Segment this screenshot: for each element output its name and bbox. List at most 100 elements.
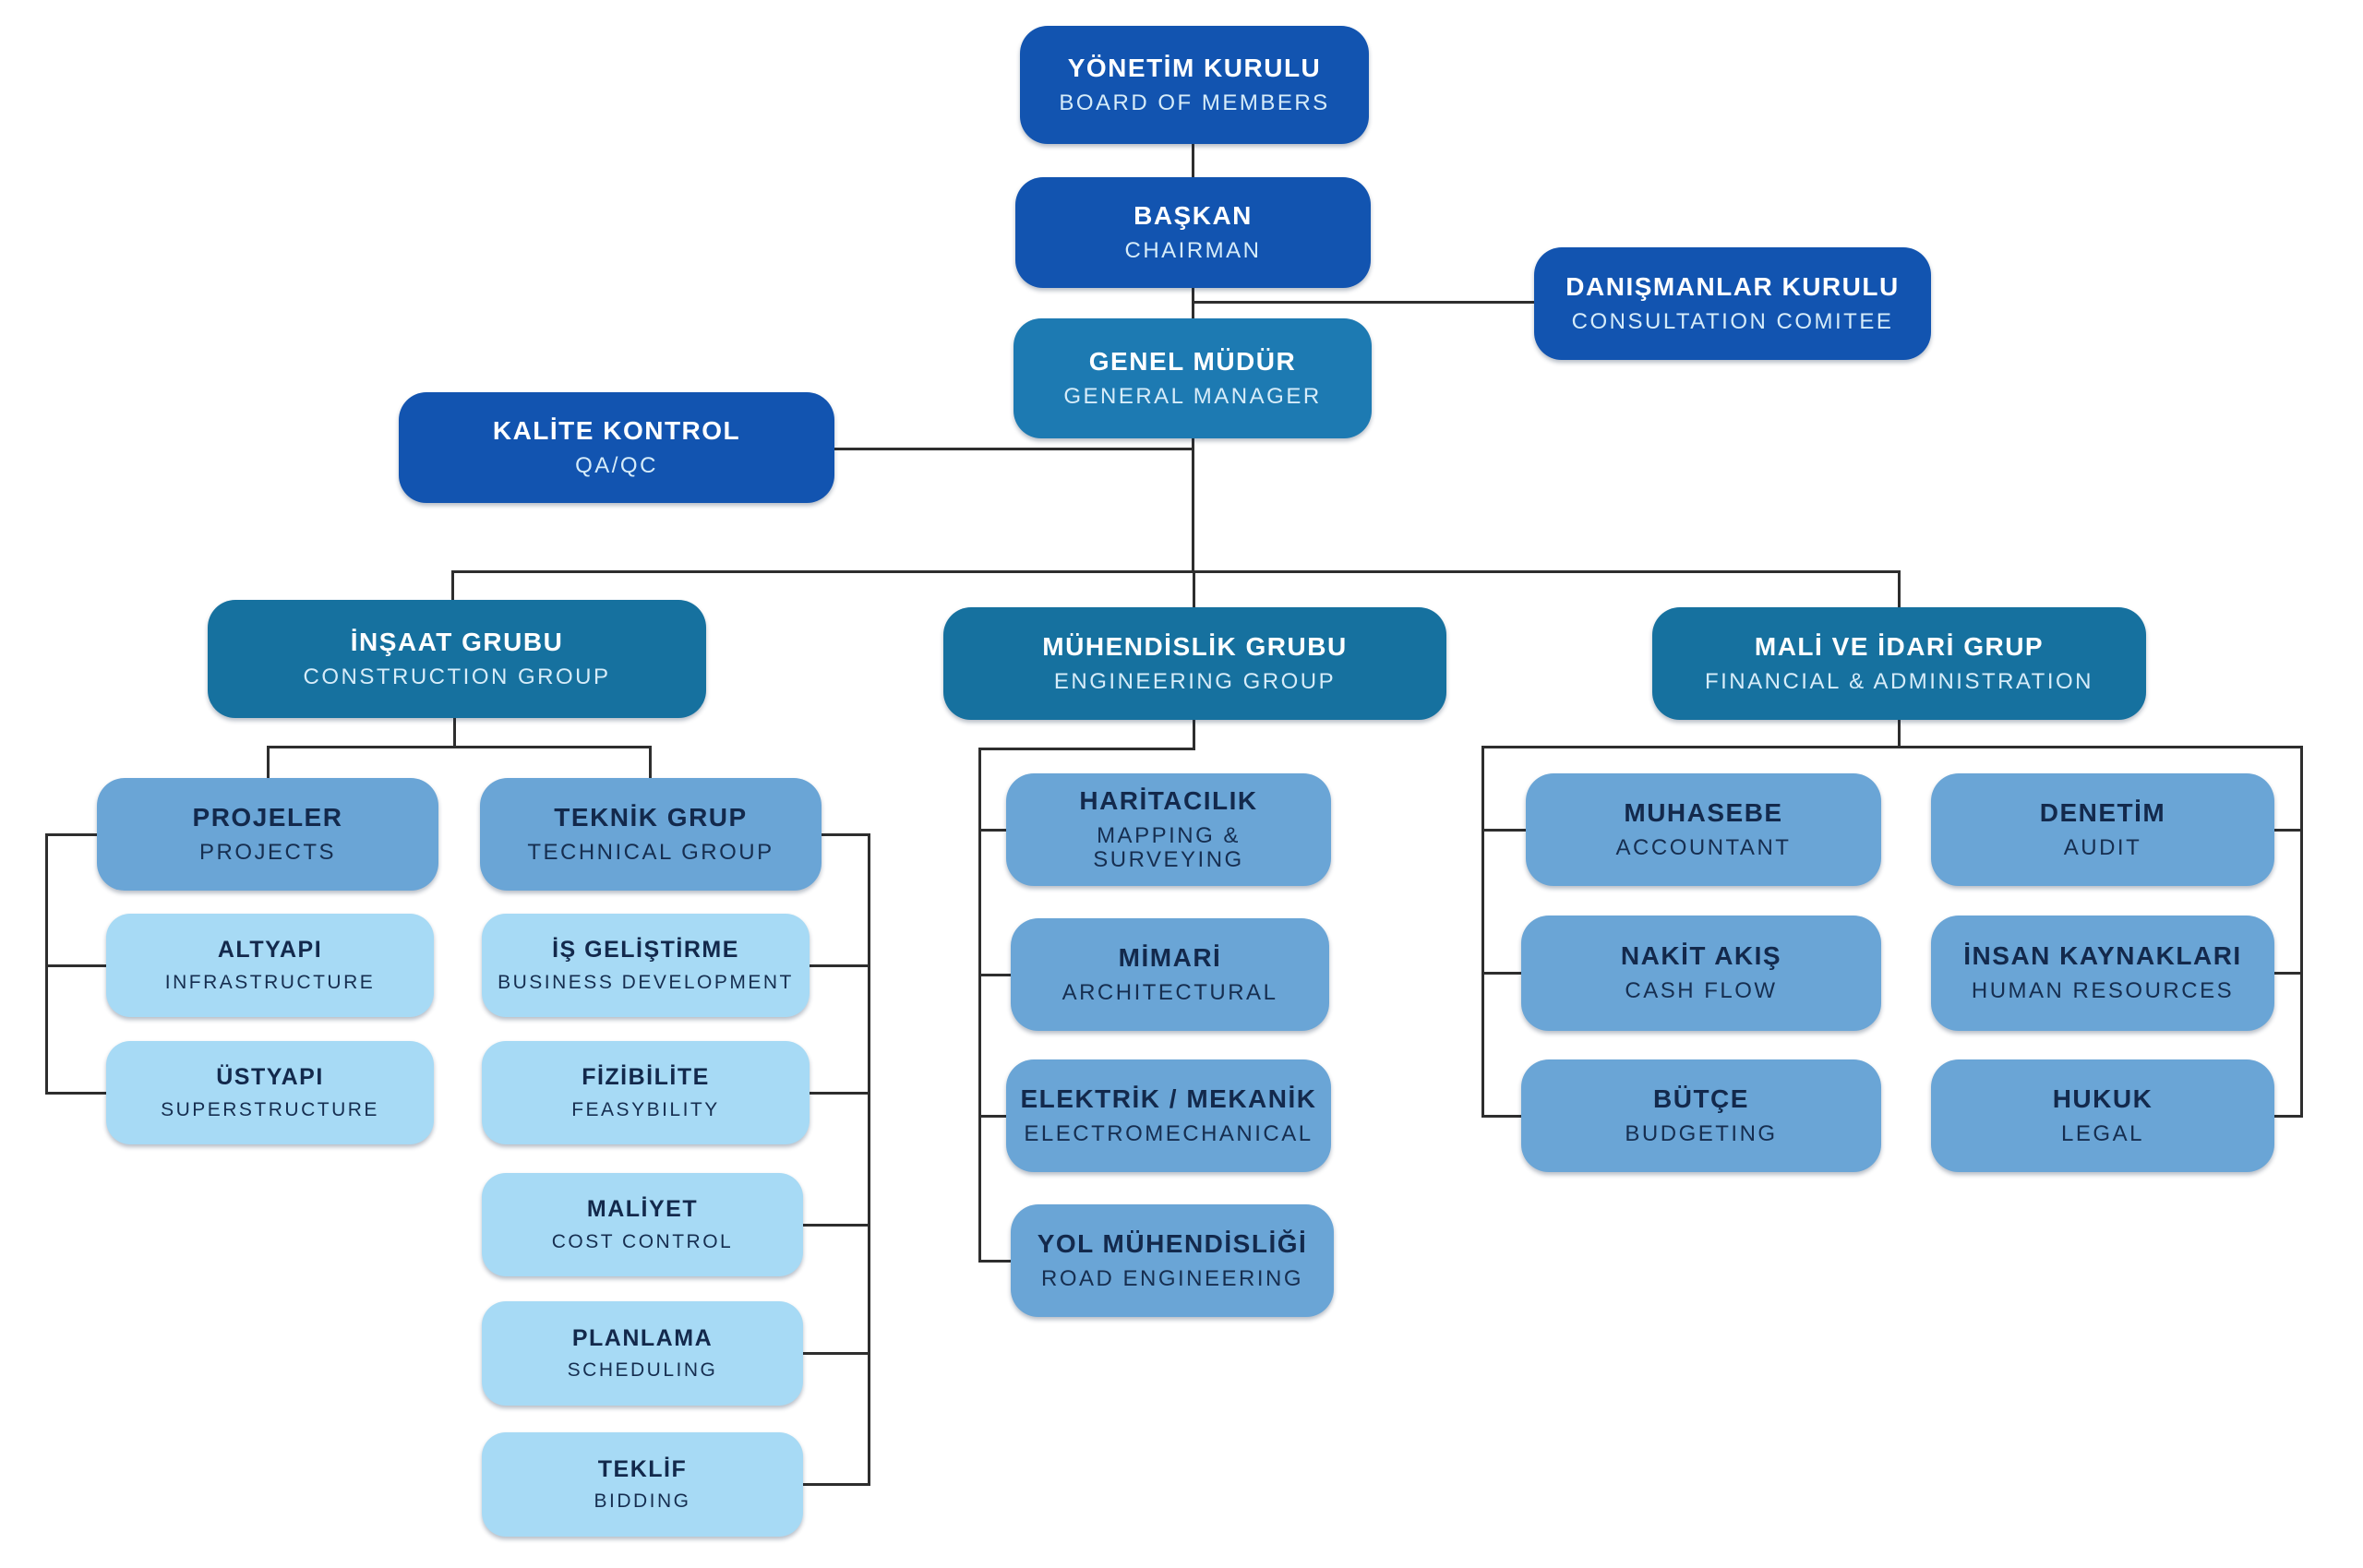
- connector-line: [1193, 570, 1195, 609]
- node-title: PLANLAMA: [571, 1324, 714, 1351]
- node-subtitle: ENGINEERING GROUP: [1053, 668, 1337, 694]
- node-subtitle: FEASYBILITY: [571, 1098, 720, 1120]
- node-board-of-members: YÖNETİM KURULU BOARD OF MEMBERS: [1020, 26, 1369, 144]
- node-title: TEKNİK GRUP: [554, 802, 748, 832]
- node-accountant: MUHASEBE ACCOUNTANT: [1526, 773, 1881, 886]
- node-human-resources: İNSAN KAYNAKLARI HUMAN RESOURCES: [1931, 916, 2274, 1031]
- node-financial-admin-group: MALİ VE İDARİ GRUP FINANCIAL & ADMINISTR…: [1652, 607, 2146, 720]
- node-subtitle: SCHEDULING: [567, 1359, 718, 1382]
- connector-line: [1192, 144, 1194, 179]
- node-subtitle: SUPERSTRUCTURE: [161, 1098, 379, 1120]
- node-title: MİMARİ: [1118, 942, 1222, 972]
- node-scheduling: PLANLAMA SCHEDULING: [482, 1301, 803, 1406]
- node-title: KALİTE KONTROL: [492, 415, 741, 445]
- node-title: TEKLİF: [597, 1455, 688, 1482]
- node-superstructure: ÜSTYAPI SUPERSTRUCTURE: [106, 1041, 434, 1144]
- connector-line: [267, 746, 270, 780]
- node-title: İNŞAAT GRUBU: [350, 627, 564, 656]
- connector-line: [1481, 1115, 1524, 1118]
- node-general-manager: GENEL MÜDÜR GENERAL MANAGER: [1014, 318, 1372, 438]
- node-title: HARİTACILIK: [1079, 785, 1258, 815]
- node-title: MALİ VE İDARİ GRUP: [1754, 631, 2045, 661]
- connector-line: [834, 448, 1193, 450]
- connector-line: [1192, 301, 1536, 304]
- node-subtitle: BOARD OF MEMBERS: [1059, 90, 1330, 115]
- node-architectural: MİMARİ ARCHITECTURAL: [1011, 918, 1329, 1031]
- connector-line: [978, 1260, 1014, 1263]
- node-title: YOL MÜHENDİSLİĞİ: [1037, 1228, 1308, 1258]
- node-legal: HUKUK LEGAL: [1931, 1059, 2274, 1172]
- node-title: MUHASEBE: [1624, 797, 1783, 827]
- node-title: FİZİBİLİTE: [582, 1064, 710, 1091]
- node-subtitle: BIDDING: [594, 1490, 691, 1513]
- node-title: DENETİM: [2039, 797, 2166, 827]
- node-feasibility: FİZİBİLİTE FEASYBILITY: [482, 1041, 810, 1144]
- node-title: İNSAN KAYNAKLARI: [1963, 941, 2242, 971]
- connector-line: [1481, 972, 1524, 975]
- node-subtitle: COST CONTROL: [551, 1230, 734, 1252]
- connector-line: [978, 748, 981, 1262]
- connector-line: [2300, 746, 2303, 1117]
- connector-line: [1192, 438, 1194, 573]
- connector-line: [803, 1352, 870, 1355]
- node-title: YÖNETİM KURULU: [1067, 53, 1322, 82]
- node-title: MALİYET: [586, 1196, 699, 1223]
- node-cost-control: MALİYET COST CONTROL: [482, 1173, 803, 1276]
- connector-line: [1192, 288, 1194, 320]
- node-business-development: İŞ GELİŞTİRME BUSINESS DEVELOPMENT: [482, 914, 810, 1017]
- node-technical-group: TEKNİK GRUP TECHNICAL GROUP: [480, 778, 822, 891]
- node-subtitle: HUMAN RESOURCES: [1971, 978, 2235, 1004]
- connector-line: [1481, 746, 2303, 748]
- connector-line: [1481, 746, 1484, 1117]
- node-subtitle: ELECTROMECHANICAL: [1024, 1120, 1313, 1146]
- node-subtitle: LEGAL: [2061, 1120, 2144, 1146]
- node-subtitle: BUSINESS DEVELOPMENT: [498, 971, 794, 993]
- connector-line: [45, 833, 48, 1095]
- node-engineering-group: MÜHENDİSLİK GRUBU ENGINEERING GROUP: [943, 607, 1446, 720]
- connector-line: [803, 1224, 870, 1227]
- node-mapping-surveying: HARİTACILIK MAPPING & SURVEYING: [1006, 773, 1331, 886]
- connector-line: [978, 1115, 1009, 1118]
- node-title: DANIŞMANLAR KURULU: [1565, 271, 1900, 301]
- connector-line: [978, 748, 1195, 750]
- node-subtitle: ROAD ENGINEERING: [1040, 1265, 1304, 1291]
- node-subtitle: PROJECTS: [198, 839, 336, 865]
- connector-line: [822, 833, 870, 836]
- connector-line: [45, 833, 99, 836]
- connector-line: [1193, 720, 1195, 749]
- node-title: BÜTÇE: [1653, 1083, 1749, 1113]
- connector-line: [868, 833, 870, 1486]
- node-subtitle: CONSULTATION COMITEE: [1571, 308, 1894, 334]
- connector-line: [267, 746, 652, 748]
- connector-line: [453, 718, 456, 748]
- node-cash-flow: NAKİT AKIŞ CASH FLOW: [1521, 916, 1881, 1031]
- connector-line: [1481, 829, 1529, 832]
- node-electromechanical: ELEKTRİK / MEKANİK ELECTROMECHANICAL: [1006, 1059, 1331, 1172]
- node-qa-qc: KALİTE KONTROL QA/QC: [399, 392, 834, 503]
- node-title: GENEL MÜDÜR: [1088, 346, 1297, 376]
- node-subtitle: AUDIT: [2063, 834, 2142, 860]
- node-infrastructure: ALTYAPI INFRASTRUCTURE: [106, 914, 434, 1017]
- node-subtitle: QA/QC: [575, 452, 658, 478]
- node-title: BAŞKAN: [1134, 200, 1253, 230]
- node-consultation-comitee: DANIŞMANLAR KURULU CONSULTATION COMITEE: [1534, 247, 1931, 360]
- node-subtitle: CHAIRMAN: [1124, 237, 1262, 263]
- node-road-engineering: YOL MÜHENDİSLİĞİ ROAD ENGINEERING: [1011, 1204, 1334, 1317]
- node-subtitle: GENERAL MANAGER: [1063, 383, 1322, 409]
- node-subtitle: INFRASTRUCTURE: [164, 971, 376, 993]
- node-subtitle: BUDGETING: [1625, 1120, 1778, 1146]
- node-chairman: BAŞKAN CHAIRMAN: [1015, 177, 1371, 288]
- connector-line: [451, 570, 454, 602]
- node-title: ALTYAPI: [217, 937, 323, 964]
- node-projects: PROJELER PROJECTS: [97, 778, 438, 891]
- node-title: NAKİT AKIŞ: [1620, 941, 1782, 971]
- connector-line: [2274, 829, 2303, 832]
- node-title: İŞ GELİŞTİRME: [552, 937, 739, 964]
- connector-line: [45, 1092, 108, 1095]
- connector-line: [2274, 972, 2303, 975]
- connector-line: [810, 964, 870, 967]
- connector-line: [978, 974, 1014, 976]
- node-audit: DENETİM AUDIT: [1931, 773, 2274, 886]
- node-title: HUKUK: [2052, 1083, 2153, 1113]
- connector-line: [1898, 720, 1901, 748]
